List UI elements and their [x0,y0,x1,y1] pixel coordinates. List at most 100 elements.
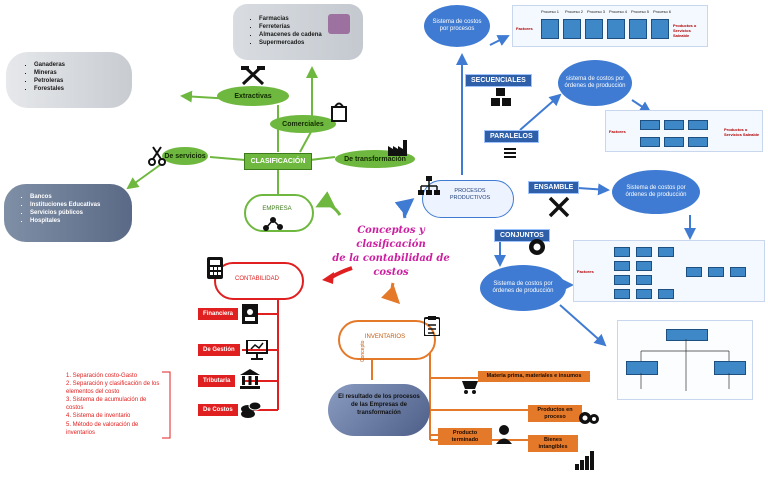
list-item: Ferreterías [259,24,322,30]
list-item: Mineras [34,70,65,76]
flow-output-label: Productos o Servicios Saleable [673,23,697,38]
process-box [636,261,652,271]
list-item: Instituciones Educativas [30,202,100,208]
joint-flow-diagram [617,320,753,400]
comerciales-label: Comerciales [282,120,324,128]
inventarios-label: INVENTARIOS [364,334,406,340]
sequential-flow-diagram: Factores Proceso 1 Proceso 2 Proceso 3 P… [512,5,708,47]
flow-step-label: Proceso 3 [587,9,606,14]
list-item: Servicios públicos [30,210,100,216]
paralelos-tag[interactable]: PARALELOS [484,130,539,143]
tributaria-tag[interactable]: Tributaria [198,375,236,387]
paralelos-system-node[interactable]: sistema de costos por órdenes de producc… [558,60,632,106]
conjuntos-label: CONJUNTOS [500,232,544,239]
process-box [614,275,630,285]
org-chart-icon [418,176,440,196]
extractivas-label: Extractivas [234,92,272,100]
contabilidad-cloud[interactable] [214,262,304,300]
flow-step-label: Proceso 2 [565,9,584,14]
process-box [640,137,660,147]
procesos-label: PROCESOS PRODUCTIVOS [449,188,491,202]
flow-step-label: Proceso 1 [541,9,560,14]
store-icon [328,14,350,34]
network-nodes-icon [262,214,284,232]
list-item: 1. Separación costo-Gasto [66,373,138,379]
list-item: 4. Sistema de inventario [66,413,131,420]
process-box [640,120,660,130]
contabilidad-label: CONTABILIDAD [235,276,279,282]
list-item: Supermercados [259,40,322,46]
hammers-icon [240,66,266,86]
presentation-icon [246,339,268,360]
servicios-node[interactable]: De servicios [162,147,208,165]
concepto-label: Concepto [360,340,366,362]
inventarios-desc: El resultado de los procesos de las Empr… [328,384,430,436]
flow-factor-label: Factores [516,26,533,31]
gestion-label: De Gestión [203,347,235,353]
flow-output-label: Productos o Servicios Saleable [724,127,760,137]
producto-terminado-label: Producto terminado [451,430,479,443]
process-box [688,120,708,130]
tools-icon [548,196,570,218]
shopping-bag-icon [330,100,348,122]
clasificacion-label: CLASIFICACIÓN [250,158,306,165]
process-box [658,247,674,257]
list-item: Forestales [34,86,65,92]
list-item: 3. Sistema de acumulación de costos [66,397,147,412]
ensamble-system-node[interactable]: Sistema de costos por órdenes de producc… [612,170,700,214]
materia-prima-tag[interactable]: Materia prima, materiales e insumos [478,371,590,382]
process-box [614,247,630,257]
ensamble-tag[interactable]: ENSAMBLE [528,181,580,194]
process-box [541,19,559,39]
calculator-icon [207,257,223,279]
secuenciales-system-node[interactable]: Sistema de costos por procesos [424,5,490,47]
process-box [686,267,702,277]
list-item: Petroleras [34,78,65,84]
process-box [614,289,630,299]
aperture-icon [528,238,546,256]
flow-step-label: Proceso 5 [631,9,650,14]
process-box [563,19,581,39]
financiera-label: Financiera [203,311,234,317]
servicios-list: Bancos Instituciones Educativas Servicio… [20,194,100,226]
clasificacion-box[interactable]: CLASIFICACIÓN [244,153,312,170]
document-icon [242,304,258,324]
list-item: Almacenes de cadena [259,32,322,38]
flow-factor-label: Factores [577,269,594,274]
title-line: de la contabilidad de [332,253,450,264]
process-box [636,289,652,299]
producto-terminado-tag[interactable]: Producto terminado [438,428,492,446]
servicios-examples-box: Bancos Instituciones Educativas Servicio… [4,184,132,242]
assembly-flow-diagram: Factores [573,240,765,302]
joint-flow-lines [640,339,730,391]
materia-prima-label: Materia prima, materiales e insumos [486,373,582,379]
transformacion-label: De transformación [344,155,406,163]
conjuntos-tag[interactable]: CONJUNTOS [494,229,550,242]
flow-step-label: Proceso 6 [653,9,672,14]
coins-icon [240,400,262,420]
list-item: Hospitales [30,218,100,224]
inventarios-cloud[interactable] [338,320,436,360]
extractivas-node[interactable]: Extractivas [217,86,289,106]
parallel-lines-icon [504,145,516,158]
process-box [708,267,724,277]
gestion-tag[interactable]: De Gestión [198,344,240,356]
servicios-label: De servicios [164,152,206,160]
productos-proceso-tag[interactable]: Productos en proceso [528,405,582,423]
parallel-flow-diagram: Factores Productos o Servicios Saleable [605,110,763,152]
secuenciales-tag[interactable]: SECUENCIALES [465,74,532,87]
ensamble-label: ENSAMBLE [534,184,574,191]
bienes-intangibles-tag[interactable]: Bienes intangibles [528,435,578,453]
financiera-tag[interactable]: Financiera [198,308,239,320]
flow-step-label: Proceso 4 [609,9,628,14]
main-title: Conceptos y clasificación de la contabil… [322,224,460,280]
comerciales-node[interactable]: Comerciales [270,115,336,133]
process-box [714,361,746,375]
conjuntos-system-node[interactable]: Sistema de costos por órdenes de producc… [480,265,566,311]
scissors-icon [148,146,166,166]
costos-tag[interactable]: De Costos [198,404,238,416]
process-box [607,19,625,39]
flow-factor-label: Factores [609,129,626,134]
process-box [664,120,684,130]
empresa-label: EMPRESA [262,206,292,212]
